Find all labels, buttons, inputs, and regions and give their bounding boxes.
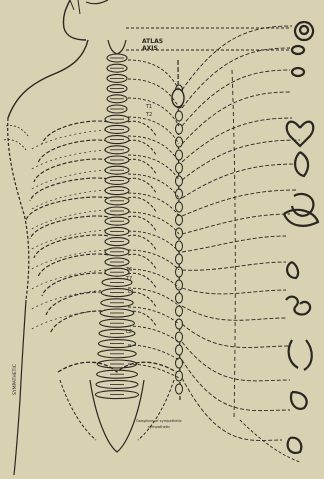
label-t7: T7	[126, 277, 132, 282]
ganglion	[176, 137, 183, 147]
label-t6: T6	[126, 268, 132, 273]
ganglion	[176, 293, 183, 303]
label-l2: L2	[126, 330, 132, 335]
ganglion	[176, 371, 183, 381]
label-l1: L1	[128, 290, 134, 295]
caption-line-2: sympathetic	[148, 426, 170, 430]
margin-vertical-text: SYMPATHETIC	[14, 364, 19, 395]
ganglion	[176, 345, 183, 355]
label-axis: AXIS	[142, 46, 158, 52]
ganglion	[176, 228, 183, 238]
superior-cervical-ganglion	[172, 89, 184, 107]
label-t1: T1	[146, 105, 152, 110]
ganglion	[176, 176, 183, 186]
ganglion	[176, 111, 183, 121]
ganglion	[176, 254, 183, 264]
ganglion	[176, 306, 183, 316]
ganglion	[176, 267, 183, 277]
ganglion	[176, 241, 183, 251]
ganglion	[176, 358, 183, 368]
ganglion	[176, 319, 183, 329]
caption-line-1: Ganglions of sympathetic	[136, 420, 182, 424]
label-t2: T2	[146, 113, 152, 118]
ganglion	[176, 202, 183, 212]
ganglion	[176, 384, 183, 394]
ganglion	[176, 163, 183, 173]
ganglion	[176, 189, 183, 199]
ganglion	[176, 280, 183, 290]
ganglion	[176, 215, 183, 225]
